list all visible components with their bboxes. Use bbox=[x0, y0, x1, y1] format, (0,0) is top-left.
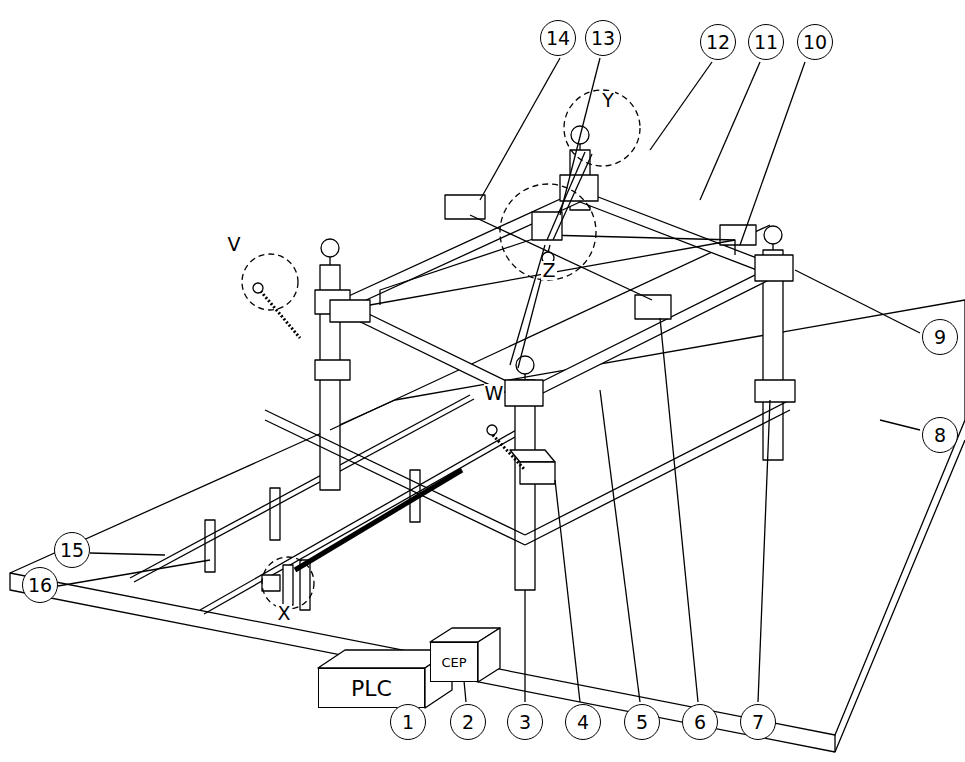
detail-letter: Y bbox=[601, 91, 615, 110]
callout-number: 12 bbox=[700, 24, 736, 60]
callout-number: 15 bbox=[54, 532, 90, 568]
box-label: CEP bbox=[441, 655, 466, 670]
callout-number: 2 bbox=[450, 704, 486, 740]
equipment-box: PLC bbox=[318, 668, 425, 708]
callout-number: 8 bbox=[922, 417, 958, 453]
callout-number: 16 bbox=[22, 567, 58, 603]
detail-letter: Z bbox=[541, 261, 556, 280]
box-label: PLC bbox=[351, 676, 392, 701]
detail-letter: W bbox=[484, 384, 505, 403]
callout-number: 14 bbox=[540, 20, 576, 56]
equipment-box: CEP bbox=[430, 642, 478, 682]
callout-number: 1 bbox=[390, 704, 426, 740]
callout-number: 3 bbox=[507, 704, 543, 740]
callout-number: 5 bbox=[624, 704, 660, 740]
detail-letter: X bbox=[276, 604, 291, 623]
callout-number: 10 bbox=[797, 24, 833, 60]
callout-number: 11 bbox=[748, 24, 784, 60]
callout-number: 6 bbox=[682, 704, 718, 740]
callout-number: 13 bbox=[585, 20, 621, 56]
detail-letter: V bbox=[227, 235, 242, 254]
callout-number: 9 bbox=[922, 319, 958, 355]
callout-number: 4 bbox=[565, 704, 601, 740]
callout-number: 7 bbox=[740, 704, 776, 740]
